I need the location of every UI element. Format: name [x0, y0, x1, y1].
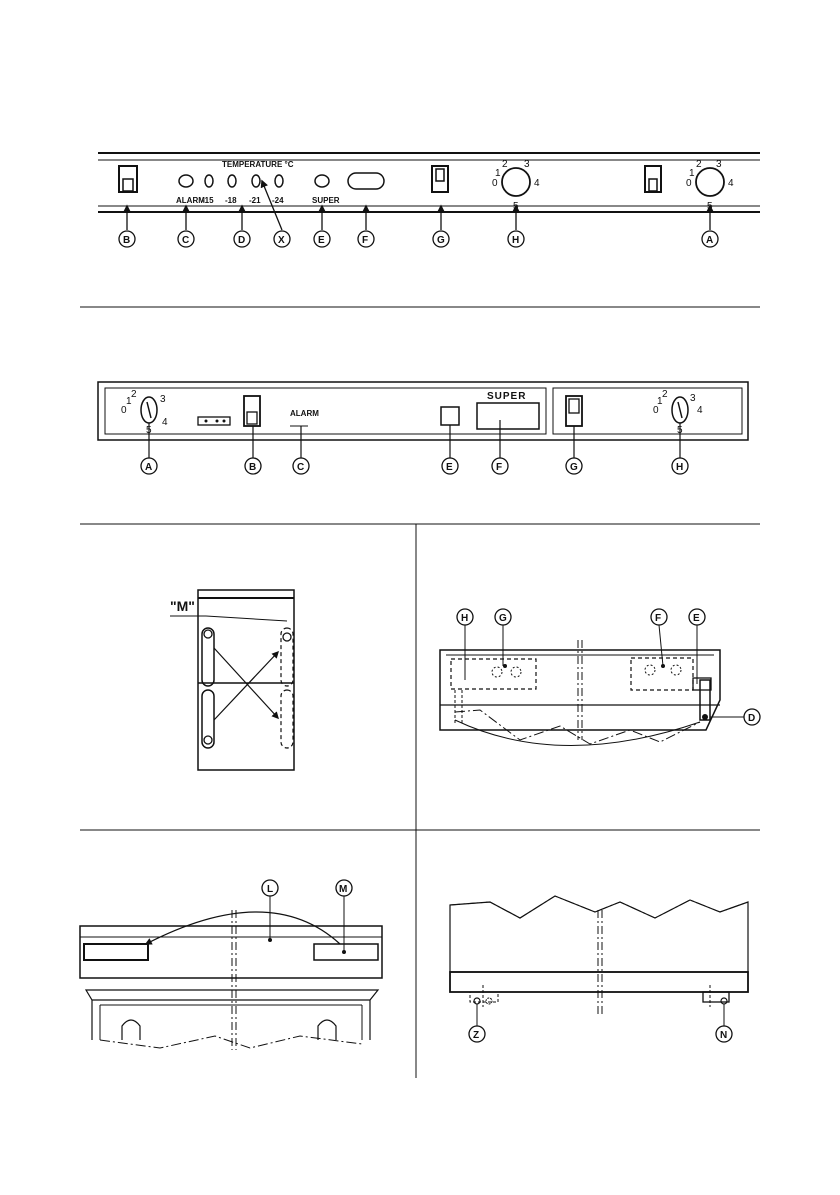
rocker-switch-b [243, 395, 261, 427]
svg-text:0: 0 [492, 178, 498, 189]
panel-2-callouts: A B C E F G H [140, 457, 689, 475]
svg-text:1: 1 [689, 168, 695, 179]
callout-b: B [249, 462, 256, 473]
temp-label-18: -18 [225, 196, 237, 205]
super-label: SUPER [487, 391, 526, 402]
thermostat-dial-a: 0 1 2 3 4 5 [121, 389, 168, 436]
svg-text:0: 0 [121, 405, 127, 416]
temp-label-24: -24 [272, 196, 284, 205]
svg-text:1: 1 [126, 396, 132, 407]
alarm-label: ALARM [290, 409, 319, 418]
rocker-switch-g [431, 165, 449, 193]
callout-c: C [297, 462, 304, 473]
temp-lamp-21 [251, 174, 261, 188]
fig-5-callouts: L M [261, 879, 353, 897]
rocker-switch-b [118, 165, 138, 193]
m-label: "M" [170, 598, 195, 614]
callout-a: A [145, 462, 152, 473]
super-lamp [314, 174, 330, 188]
temp-label-15: -15 [202, 196, 214, 205]
thermostat-dial-h: 0 1 2 3 4 5 [653, 389, 703, 436]
callout-e: E [693, 613, 700, 624]
callout-z: Z [473, 1030, 479, 1041]
temp-lamp-18 [227, 174, 237, 188]
door-hinge-reversal-figure: "M" [170, 589, 295, 771]
svg-text:0: 0 [653, 405, 659, 416]
callout-f: F [362, 235, 368, 246]
svg-text:3: 3 [160, 394, 166, 405]
panel-2-control-strip: 0 1 2 3 4 5 ALARM SUPER [97, 381, 749, 475]
callout-e: E [446, 462, 453, 473]
svg-text:3: 3 [716, 159, 722, 170]
alarm-label: ALARM [176, 196, 205, 205]
temp-lamp-15 [204, 174, 214, 188]
svg-text:1: 1 [495, 168, 501, 179]
fig-4-callouts: H G F E D [456, 608, 761, 726]
svg-text:2: 2 [696, 159, 702, 170]
callout-g: G [570, 462, 578, 473]
super-lamp [440, 406, 460, 426]
thermostat-dial-a: 0 1 2 3 4 5 [686, 159, 734, 212]
svg-text:4: 4 [697, 405, 703, 416]
svg-text:0: 0 [686, 178, 692, 189]
callout-x: X [278, 235, 285, 246]
callout-f: F [496, 462, 502, 473]
lid-control-panel-figure: H G F E D [439, 608, 761, 746]
alarm-lamp [178, 174, 194, 188]
callout-m: M [339, 884, 347, 895]
callout-c: C [182, 235, 189, 246]
svg-text:4: 4 [534, 178, 540, 189]
callout-l: L [267, 884, 273, 895]
callout-h: H [512, 235, 519, 246]
svg-text:2: 2 [502, 159, 508, 170]
cabinet-base-figure: Z N [449, 895, 749, 1043]
temperature-title: TEMPERATURE °C [222, 160, 294, 169]
svg-text:4: 4 [162, 417, 168, 428]
rocker-switch-a-side [644, 165, 662, 193]
thermostat-dial-h: 0 1 2 3 4 5 [492, 159, 540, 212]
svg-text:1: 1 [657, 396, 663, 407]
callout-b: B [123, 235, 130, 246]
super-button [347, 172, 385, 190]
callout-e: E [318, 235, 325, 246]
indicator-block [197, 416, 231, 426]
callout-n: N [720, 1030, 727, 1041]
panel-1-callouts: B C D X E F G H A [118, 230, 719, 248]
lid-insert-swap-figure: L M [79, 879, 383, 1050]
callout-a: A [706, 235, 713, 246]
svg-text:4: 4 [728, 178, 734, 189]
fig-6-callouts: Z N [468, 1025, 733, 1043]
temp-lamp-24 [274, 174, 284, 188]
callout-d: D [748, 713, 755, 724]
super-label: SUPER [312, 196, 340, 205]
temp-label-21: -21 [249, 196, 261, 205]
super-button [476, 402, 540, 430]
svg-text:3: 3 [690, 393, 696, 404]
callout-g: G [437, 235, 445, 246]
panel-1-control-strip: ALARM TEMPERATURE °C -15 -18 -21 -24 SUP… [98, 152, 760, 248]
rocker-switch-g [565, 395, 583, 427]
callout-f: F [655, 613, 661, 624]
callout-g: G [499, 613, 507, 624]
callout-d: D [238, 235, 245, 246]
svg-text:3: 3 [524, 159, 530, 170]
svg-text:2: 2 [131, 389, 137, 400]
callout-h: H [676, 462, 683, 473]
callout-h: H [461, 613, 468, 624]
svg-text:2: 2 [662, 389, 668, 400]
